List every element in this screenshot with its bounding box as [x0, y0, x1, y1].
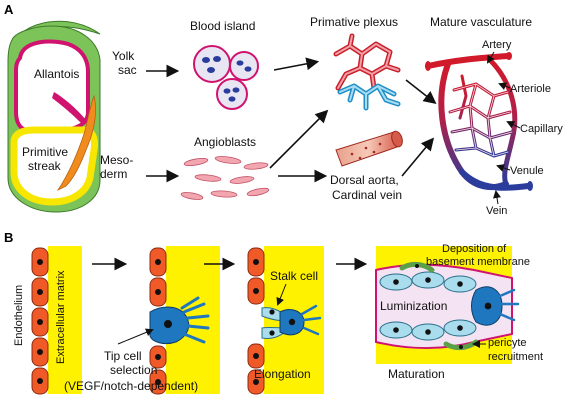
blood-island-cells: [193, 45, 259, 110]
stage-3-vessel: [247, 246, 324, 395]
mature-vasculature: [425, 52, 533, 191]
stalk-cell-pointer: [276, 283, 287, 306]
blood-island-label: Blood island: [190, 19, 255, 33]
tip-cell-label-3: (VEGF/notch-dependent): [64, 379, 198, 393]
dorsal-aorta-vessel: [335, 130, 403, 167]
mesoderm-label-1: Meso-: [100, 153, 133, 167]
panel-a-letter: A: [4, 2, 14, 17]
arrow-aorta-to-mature: [401, 137, 435, 177]
dorsal-aorta-label-2: Cardinal vein: [332, 188, 402, 202]
arrow-to-plexus: [273, 57, 320, 71]
dorsal-aorta-label-1: Dorsal aorta,: [330, 173, 399, 187]
venule-label: Venule: [510, 165, 544, 177]
deposition-label-2: basement membrane: [426, 256, 530, 268]
luminization-label: Luminization: [380, 299, 447, 313]
primitive-plexus: [333, 33, 401, 111]
panel-b-letter: B: [4, 230, 13, 245]
extracellular-matrix-label: Extracellular matrix: [55, 270, 67, 364]
angioblast-cells: [180, 156, 270, 200]
yolk-sac-label-2: sac: [118, 63, 137, 77]
arrow-angioblast-to-plexus: [269, 109, 329, 169]
tip-cell-pointer: [117, 328, 154, 345]
arrow-plexus-to-mature: [405, 79, 437, 104]
mature-vasculature-label: Mature vasculature: [430, 15, 532, 29]
stage-4-vessel: [375, 246, 520, 364]
vein-pointer: [493, 190, 501, 205]
arteriole-pointer: [498, 82, 511, 90]
allantois-shape: [52, 92, 87, 125]
artery-label: Artery: [482, 39, 512, 51]
mesoderm-label-2: derm: [100, 167, 127, 181]
tip-cell-label-1: Tip cell: [104, 349, 142, 363]
deposition-label-1: Deposition of: [442, 243, 507, 255]
venule-pointer: [496, 164, 511, 172]
capillary-pointer: [506, 121, 521, 129]
primitive-plexus-label: Primative plexus: [310, 15, 398, 29]
stage-1-vessel: [31, 246, 82, 395]
pericyte-label-2: recruitment: [488, 351, 543, 363]
embryo-illustration: [7, 20, 101, 213]
endothelium-label: Endothelium: [13, 285, 25, 346]
primitive-streak-label-1: Primitive: [22, 145, 68, 159]
stalk-cell-label: Stalk cell: [270, 269, 318, 283]
tip-cell-label-2: selection: [110, 363, 157, 377]
mesoderm-layer: [10, 126, 98, 206]
ecm-band-1: [48, 246, 82, 394]
artery-pointer: [486, 51, 495, 64]
vein-label: Vein: [486, 205, 507, 217]
stage-2-vessel: [149, 246, 220, 395]
primitive-streak-label-2: streak: [28, 159, 62, 173]
arteriole-label: Arteriole: [510, 83, 551, 95]
yolk-sac-label-1: Yolk: [112, 49, 135, 63]
maturation-label: Maturation: [388, 367, 445, 381]
pericyte-label-1: pericyte: [488, 337, 527, 349]
elongation-label: Elongation: [254, 367, 311, 381]
angioblasts-label: Angioblasts: [194, 135, 256, 149]
allantois-label: Allantois: [34, 67, 79, 81]
capillary-label: Capillary: [520, 123, 563, 135]
primitive-streak-shape: [56, 94, 96, 192]
